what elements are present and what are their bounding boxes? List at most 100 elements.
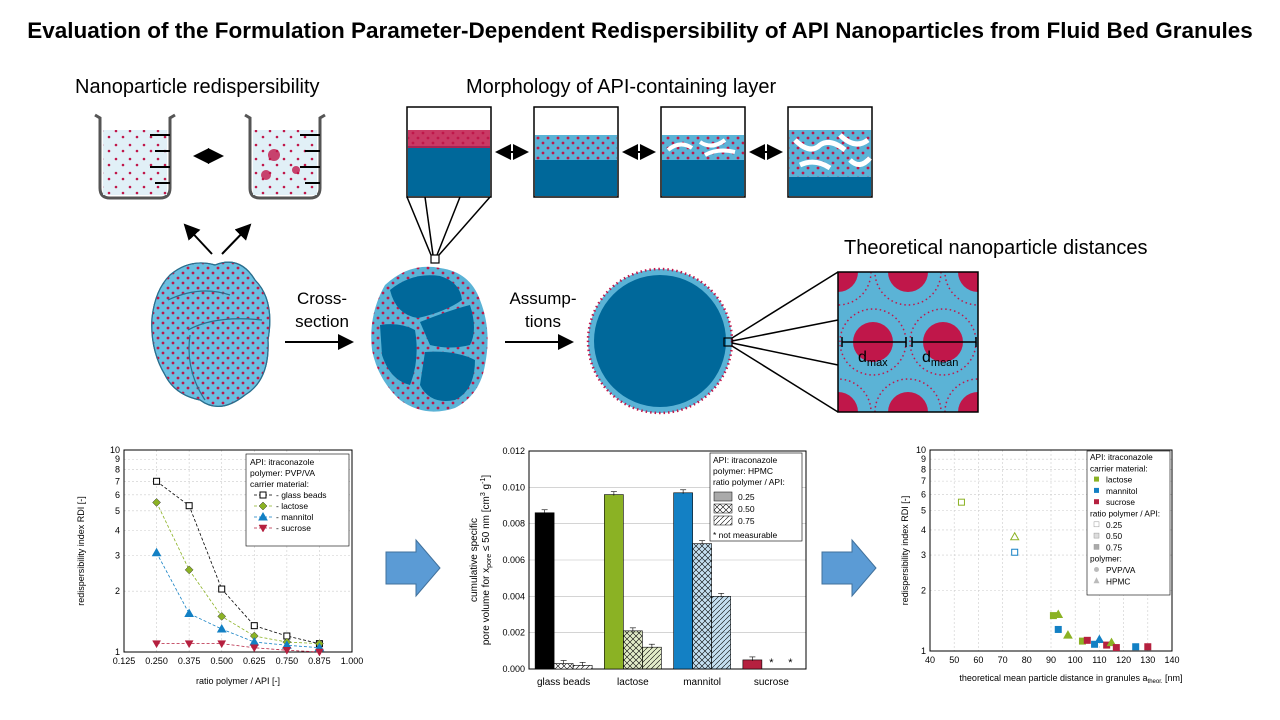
legend-note: * not measurable bbox=[713, 530, 778, 540]
data-point bbox=[217, 640, 227, 649]
x-category-label: mannitol bbox=[683, 677, 721, 688]
x-axis-label-sub: theor. bbox=[1148, 679, 1163, 685]
plot-frame bbox=[123, 449, 353, 653]
data-point bbox=[153, 477, 161, 485]
legend-marker bbox=[1094, 499, 1099, 505]
y-tick-label: 4 bbox=[921, 525, 926, 535]
y-tick-label: 5 bbox=[921, 506, 926, 516]
legend-header: ratio polymer / API: bbox=[1090, 509, 1160, 519]
x-tick-label: 40 bbox=[925, 655, 935, 665]
legend-entry: 0.75 bbox=[1106, 542, 1123, 552]
y-tick-label: 0.012 bbox=[502, 446, 525, 456]
legend-entry: lactose bbox=[1106, 475, 1133, 485]
data-point bbox=[1054, 625, 1062, 633]
x-tick-label: 1.000 bbox=[341, 656, 364, 666]
legend-swatch-pattern bbox=[714, 516, 732, 525]
page-title: Evaluation of the Formulation Parameter-… bbox=[27, 18, 1253, 43]
x-category-label: sucrose bbox=[754, 677, 789, 688]
data-point bbox=[216, 623, 227, 633]
nanoparticle-distance-box: dmax dmean bbox=[837, 271, 979, 413]
series-line bbox=[156, 552, 320, 649]
legend-entry: sucrose bbox=[1106, 497, 1135, 507]
idealized-granule-sphere bbox=[586, 267, 734, 415]
y-tick-label: 8 bbox=[115, 465, 120, 475]
legend-marker bbox=[258, 511, 268, 521]
y-axis-label-sup: 3 bbox=[480, 492, 487, 496]
y-tick-label: 8 bbox=[921, 464, 926, 474]
legend-entry: 0.25 bbox=[1106, 520, 1123, 530]
y-axis-label-sub: pore bbox=[486, 554, 493, 568]
x-tick-label: 0.250 bbox=[145, 656, 168, 666]
data-point bbox=[314, 648, 324, 657]
data-point bbox=[217, 612, 227, 621]
y-axis-label-part: ] bbox=[481, 475, 492, 478]
legend-marker bbox=[1093, 544, 1100, 550]
data-point bbox=[152, 640, 162, 649]
y-tick-label: 0.002 bbox=[502, 628, 525, 638]
bar bbox=[673, 492, 693, 670]
bar bbox=[604, 494, 624, 670]
legend-marker bbox=[1094, 487, 1099, 493]
bar-pattern bbox=[573, 665, 593, 669]
bar-pattern bbox=[642, 647, 662, 669]
x-tick-label: 70 bbox=[998, 655, 1008, 665]
x-axis-label-unit: [nm] bbox=[1163, 673, 1183, 683]
y-tick-label: 1 bbox=[115, 647, 120, 657]
x-tick-label: 0.750 bbox=[276, 656, 299, 666]
legend-marker bbox=[1094, 567, 1099, 572]
data-point bbox=[250, 622, 258, 630]
x-tick-label: 110 bbox=[1092, 655, 1106, 665]
x-tick-label: 90 bbox=[1046, 655, 1056, 665]
legend-swatch-pattern bbox=[714, 504, 732, 513]
legend-header: carrier material: bbox=[1090, 463, 1148, 473]
x-axis-label-part: theoretical mean particle distance in gr… bbox=[959, 673, 1147, 683]
layer-box-3 bbox=[660, 106, 746, 198]
x-tick-label: 0.500 bbox=[210, 656, 233, 666]
y-tick-label: 0.000 bbox=[502, 664, 525, 674]
legend-entry: 0.50 bbox=[1106, 531, 1123, 541]
d-mean-label: dmean bbox=[922, 349, 958, 369]
y-tick-label: 0.004 bbox=[502, 591, 525, 601]
series-line bbox=[156, 502, 320, 645]
data-point bbox=[1094, 634, 1105, 644]
beaker-dispersed bbox=[94, 113, 176, 200]
legend-entry: HPMC bbox=[1106, 576, 1130, 586]
section-redispersibility-heading: Nanoparticle redispersibility bbox=[75, 76, 320, 98]
y-tick-label: 0.006 bbox=[502, 555, 525, 565]
y-tick-label: 6 bbox=[921, 490, 926, 500]
y-axis-label-part: g bbox=[481, 484, 492, 492]
x-tick-label: 140 bbox=[1164, 655, 1179, 665]
data-point bbox=[1132, 643, 1140, 651]
y-tick-label: 10 bbox=[110, 445, 120, 455]
data-point bbox=[1053, 609, 1064, 618]
x-axis-label: theoretical mean particle distance in gr… bbox=[959, 673, 1182, 685]
data-point bbox=[957, 498, 965, 506]
legend-header: ratio polymer / API: bbox=[713, 477, 785, 487]
legend-marker bbox=[1093, 521, 1100, 528]
not-measurable-mark: * bbox=[769, 657, 774, 669]
y-axis-label-part: pore volume for x bbox=[481, 568, 492, 645]
y-tick-label: 3 bbox=[115, 551, 120, 561]
y-tick-label: 10 bbox=[916, 445, 926, 455]
data-point bbox=[1083, 636, 1091, 644]
layer-box-2 bbox=[533, 106, 619, 198]
y-tick-label: 6 bbox=[115, 490, 120, 500]
y-tick-label: 5 bbox=[115, 506, 120, 516]
layer-box-4 bbox=[787, 106, 873, 198]
series-line bbox=[156, 643, 320, 653]
data-point bbox=[185, 502, 193, 510]
legend-entry: 0.50 bbox=[738, 504, 755, 514]
x-category-label: glass beads bbox=[537, 677, 590, 688]
bar-pattern bbox=[623, 630, 643, 669]
y-axis-label: redispersibility index RDI [-] bbox=[900, 496, 910, 606]
legend-entry: 0.75 bbox=[738, 516, 755, 526]
y-tick-label: 2 bbox=[115, 586, 120, 596]
x-tick-label: 0.625 bbox=[243, 656, 266, 666]
data-point bbox=[1112, 644, 1120, 652]
y-tick-label: 7 bbox=[115, 476, 120, 486]
granule-cross-section bbox=[371, 254, 488, 412]
data-point bbox=[218, 585, 226, 593]
data-point bbox=[1091, 640, 1099, 648]
data-point bbox=[1063, 630, 1073, 639]
legend-swatch bbox=[713, 491, 733, 502]
